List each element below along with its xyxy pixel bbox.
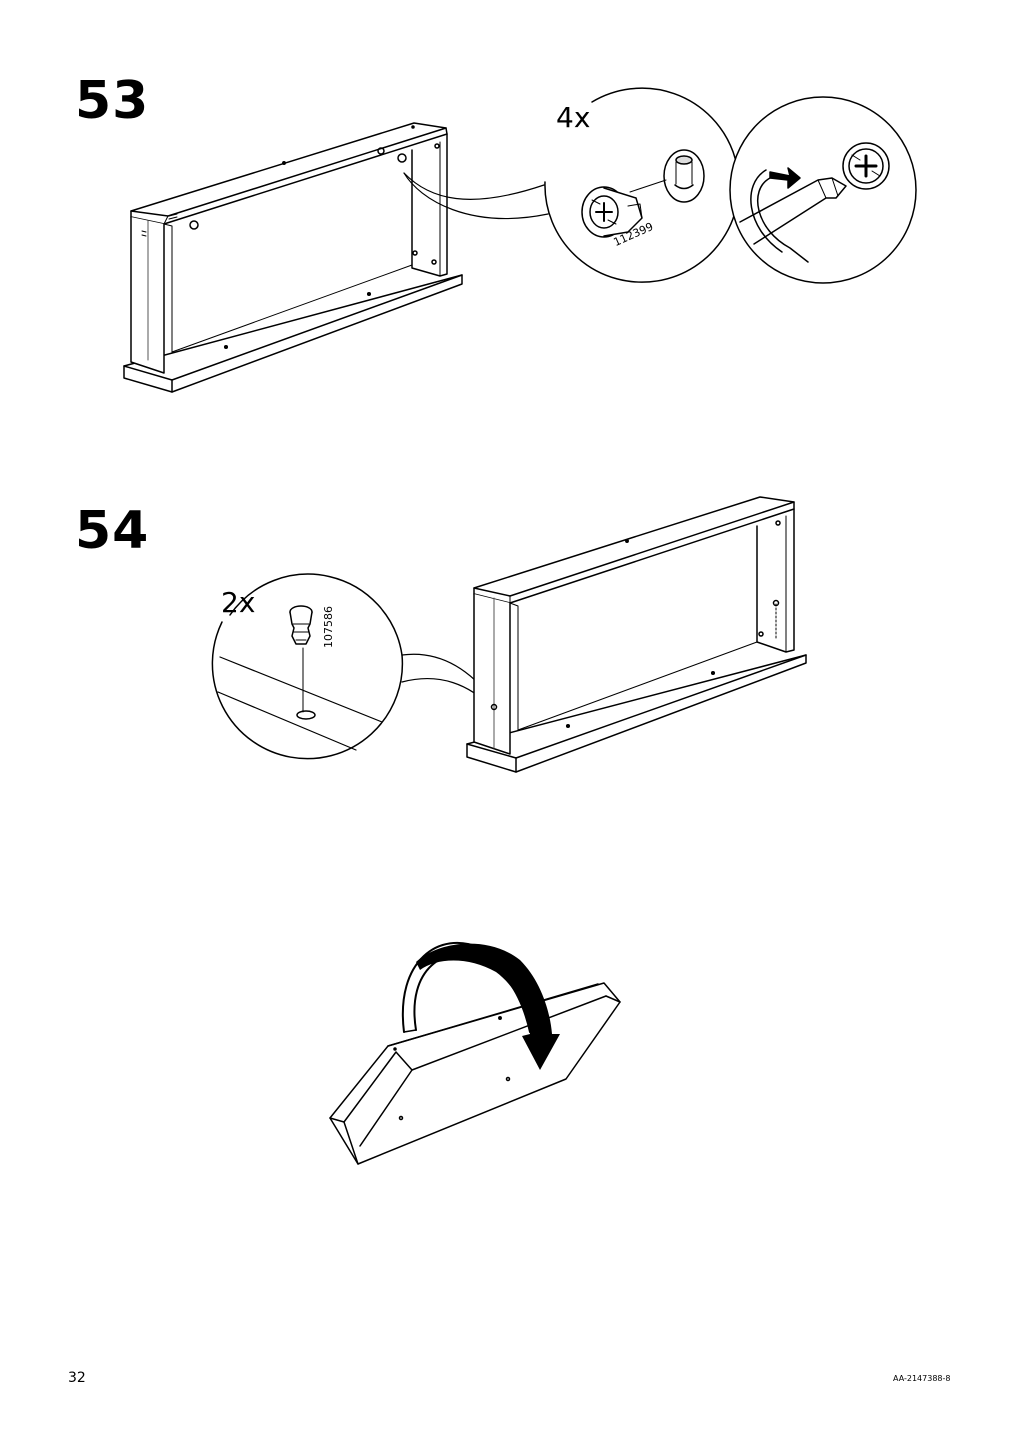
screwdriver-icon [730,97,916,283]
step-53-quantity: 4x [556,101,591,134]
step-54-quantity: 2x [221,586,256,619]
shelf-pin-icon [212,574,402,758]
shelf-frame-icon [467,497,806,772]
document-code: AA-2147388-8 [893,1374,951,1383]
cam-lock-icon [545,88,739,282]
page-number: 32 [68,1370,86,1386]
step-53-number: 53 [75,71,150,131]
shelf-frame-icon [124,123,462,392]
flip-arrow-icon [330,943,620,1164]
step-54-number: 54 [75,501,150,561]
step-54-part-number: 107586 [322,606,335,648]
